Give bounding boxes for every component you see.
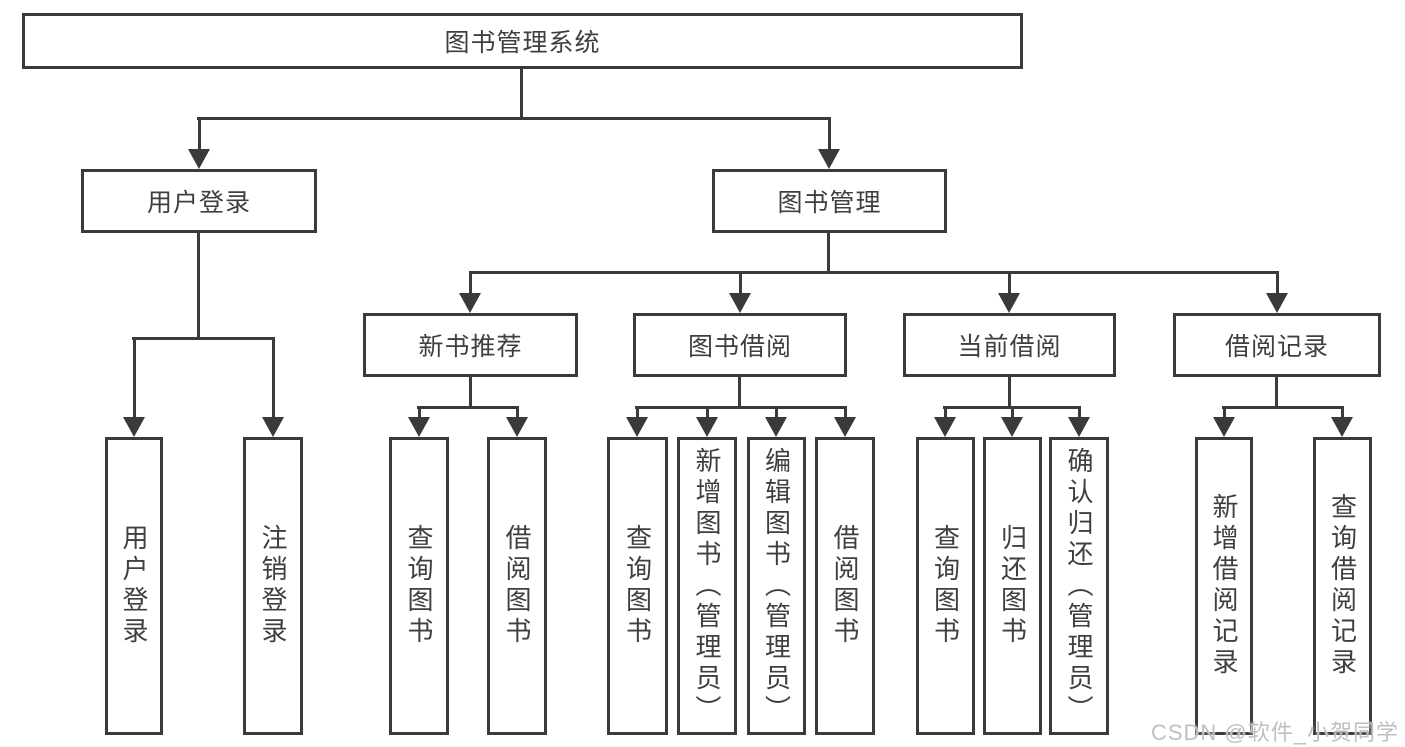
leaf-query-books-current: 查询图书 — [916, 437, 975, 735]
arrow-down-icon — [459, 273, 481, 313]
node-new-book-recommendation: 新书推荐 — [363, 313, 578, 377]
connector-line — [943, 406, 1081, 409]
connector-line — [1222, 406, 1344, 409]
node-user-login: 用户登录 — [81, 169, 317, 233]
connector-line — [197, 233, 200, 339]
leaf-borrow-books-recommend: 借阅图书 — [487, 437, 547, 735]
arrow-down-icon — [626, 408, 648, 437]
arrow-down-icon — [818, 119, 840, 169]
connector-line — [469, 377, 472, 409]
connector-line — [738, 377, 741, 409]
leaf-add-books-admin: 新增图书（管理员） — [677, 437, 737, 735]
leaf-return-books: 归还图书 — [983, 437, 1042, 735]
leaf-query-books-borrowing: 查询图书 — [607, 437, 668, 735]
arrow-down-icon — [1331, 408, 1353, 437]
arrow-down-icon — [262, 339, 284, 437]
leaf-confirm-return-admin: 确认归还（管理员） — [1049, 437, 1109, 735]
leaf-edit-books-admin: 编辑图书（管理员） — [747, 437, 806, 735]
arrow-down-icon — [765, 408, 787, 437]
arrow-down-icon — [696, 408, 718, 437]
node-current-borrowing: 当前借阅 — [903, 313, 1116, 377]
arrow-down-icon — [408, 408, 430, 437]
leaf-query-books-recommend: 查询图书 — [389, 437, 449, 735]
connector-line — [1275, 377, 1278, 409]
arrow-down-icon — [1068, 408, 1090, 437]
node-library-management-system: 图书管理系统 — [22, 13, 1023, 69]
connector-line — [1008, 377, 1011, 409]
node-book-management: 图书管理 — [712, 169, 947, 233]
node-book-borrowing: 图书借阅 — [633, 313, 847, 377]
connector-line — [197, 117, 831, 120]
leaf-user-login: 用户登录 — [105, 437, 163, 735]
connector-line — [469, 271, 1279, 274]
connector-line — [635, 406, 847, 409]
arrow-down-icon — [123, 339, 145, 437]
connector-line — [132, 337, 275, 340]
watermark: CSDN @软件_小贺同学 — [1150, 720, 1399, 745]
leaf-query-borrow-record: 查询借阅记录 — [1313, 437, 1372, 735]
arrow-down-icon — [834, 408, 856, 437]
arrow-down-icon — [1266, 273, 1288, 313]
arrow-down-icon — [729, 273, 751, 313]
connector-line — [520, 69, 523, 119]
arrow-down-icon — [1001, 408, 1023, 437]
leaf-logout-login: 注销登录 — [243, 437, 303, 735]
arrow-down-icon — [188, 119, 210, 169]
arrow-down-icon — [506, 408, 528, 437]
connector-line — [827, 233, 830, 273]
arrow-down-icon — [934, 408, 956, 437]
leaf-borrow-books-borrowing: 借阅图书 — [815, 437, 875, 735]
arrow-down-icon — [1213, 408, 1235, 437]
connector-line — [417, 406, 519, 409]
leaf-add-borrow-record: 新增借阅记录 — [1195, 437, 1253, 735]
arrow-down-icon — [998, 273, 1020, 313]
node-borrowing-records: 借阅记录 — [1173, 313, 1381, 377]
